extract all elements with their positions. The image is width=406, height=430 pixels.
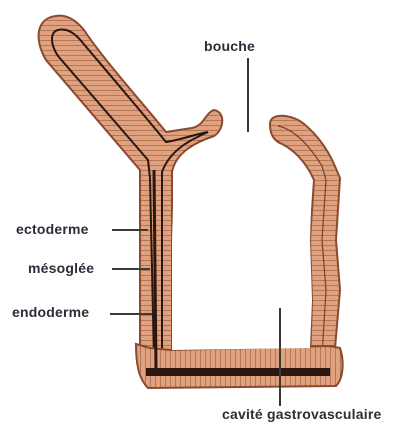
endoderme-leader-line [110,313,152,315]
label-mesoglee: mésoglée [28,260,94,276]
label-cavite: cavité gastrovasculaire [222,406,381,422]
left-mesoglea [154,170,156,370]
label-ectoderme: ectoderme [16,221,89,237]
bouche-leader-line [247,58,249,132]
label-bouche: bouche [204,38,255,54]
bottom-mesoglea [146,368,330,376]
bottom-wall-outer [136,344,343,388]
bottom-wall [136,344,343,388]
label-endoderme: endoderme [12,304,89,320]
cavite-leader-line [279,308,281,406]
mesoglee-leader-line [112,268,150,270]
gastrovascular-cavity [172,176,312,350]
ectoderme-leader-line [112,229,148,231]
